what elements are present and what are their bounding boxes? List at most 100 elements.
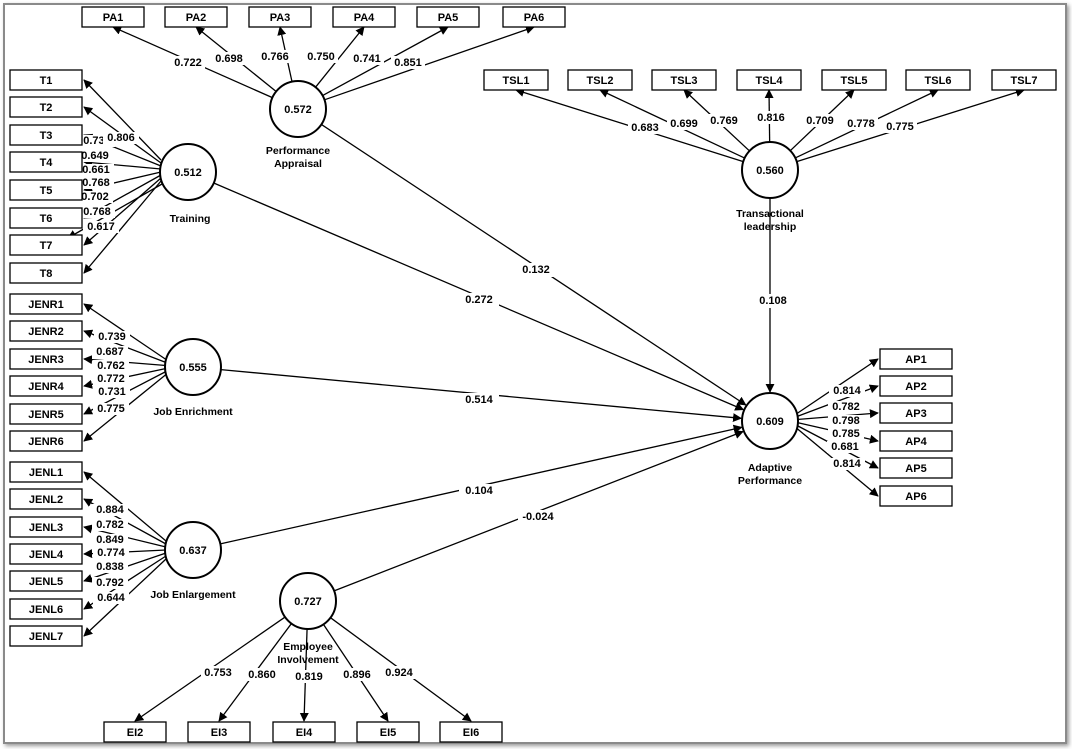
indicator-t8: T8 [9,262,83,284]
label-backdrop [77,150,113,162]
loading-value: 0.699 [670,118,698,130]
loading-value: 0.806 [107,132,135,144]
indicator-label: JENL7 [29,631,63,643]
indicator-ei5: EI5 [356,721,420,743]
loading-value: 0.722 [174,57,202,69]
label-backdrop [93,592,129,604]
label-backdrop [92,346,128,358]
indicator-box [9,320,83,342]
loading-value: 0.768 [82,177,110,189]
indicator-box [651,69,717,91]
path-coefficient: 0.514 [465,394,493,406]
construct-name: Transactional [736,208,804,220]
indicator-box [879,430,953,452]
label-backdrop [828,401,864,413]
r-squared-value: 0.512 [174,167,202,179]
r-squared-value: 0.727 [294,596,322,608]
indicator-ap1: AP1 [879,348,953,370]
r-squared-value: 0.560 [756,165,784,177]
loading-value: 0.683 [631,122,659,134]
label-backdrop [83,221,119,233]
indicator-label: PA5 [438,12,459,24]
indicator-jenl3: JENL3 [9,516,83,538]
loading-value: 0.785 [832,428,860,440]
label-backdrop [78,164,114,176]
path-coefficient: 0.108 [759,295,787,307]
indicator-jenl2: JENL2 [9,488,83,510]
indicator-box [9,207,83,229]
loading-value: 0.884 [96,504,124,516]
indicator-tsl4: TSL4 [736,69,802,91]
indicator-label: T5 [40,185,53,197]
path-coefficient: 0.132 [522,264,550,276]
loading-value: 0.782 [96,519,124,531]
label-backdrop [844,117,878,130]
indicator-tsl7: TSL7 [991,69,1057,91]
indicator-box [439,721,503,743]
indicator-pa1: PA1 [81,6,145,28]
indicator-box [991,69,1057,91]
indicator-jenr3: JENR3 [9,348,83,370]
indicator-box [103,721,167,743]
label-backdrop [628,121,662,134]
indicator-box [9,151,83,173]
construct-name: Employee [283,641,333,653]
indicator-jenl6: JENL6 [9,598,83,620]
construct-name: Appraisal [274,158,322,170]
indicator-box [9,179,83,201]
latent-circle [164,521,222,579]
label-backdrop [92,577,128,589]
indicator-label: TSL2 [587,75,614,87]
r-squared-value: 0.637 [179,545,207,557]
label-backdrop [883,120,917,133]
indicator-label: PA6 [524,12,545,24]
indicator-label: TSL7 [1011,75,1038,87]
label-backdrop [340,668,374,681]
indicator-label: EI3 [211,727,228,739]
indicator-label: AP6 [905,491,926,503]
indicator-box [9,348,83,370]
indicator-label: TSL3 [671,75,698,87]
loading-value: 0.772 [97,373,125,385]
indicator-box [9,570,83,592]
label-backdrop [78,177,114,189]
indicator-label: T1 [40,75,53,87]
construct-name: Job Enlargement [150,589,236,601]
indicator-box [164,6,228,28]
indicator-label: TSL1 [503,75,530,87]
label-backdrop [459,293,499,307]
indicator-t3: T3 [9,124,83,146]
indicator-jenr2: JENR2 [9,320,83,342]
indicator-box [9,262,83,284]
indicator-pa2: PA2 [164,6,228,28]
loading-value: 0.814 [833,458,861,470]
indicator-box [879,457,953,479]
label-backdrop [667,117,701,130]
indicator-label: TSL5 [841,75,868,87]
indicator-jenl7: JENL7 [9,625,83,647]
loading-value: 0.762 [97,360,125,372]
indicator-pa5: PA5 [416,6,480,28]
indicator-label: T2 [40,102,53,114]
indicator-pa3: PA3 [248,6,312,28]
r-squared-value: 0.572 [284,104,312,116]
loading-value: 0.687 [96,346,124,358]
loading-value: 0.698 [215,53,243,65]
label-backdrop [827,441,863,453]
latent-circle [741,141,799,199]
loading-value: 0.924 [385,667,413,679]
label-backdrop [258,50,292,63]
indicator-jenr5: JENR5 [9,403,83,425]
latent-circle [741,392,799,450]
indicator-box [272,721,336,743]
loading-value: 0.741 [353,53,381,65]
indicator-jenr4: JENR4 [9,375,83,397]
indicator-tsl1: TSL1 [483,69,549,91]
indicator-box [9,375,83,397]
indicator-t1: T1 [9,69,83,91]
loading-value: 0.819 [295,671,323,683]
indicator-jenr6: JENR6 [9,430,83,452]
indicator-ap4: AP4 [879,430,953,452]
indicator-box [502,6,566,28]
